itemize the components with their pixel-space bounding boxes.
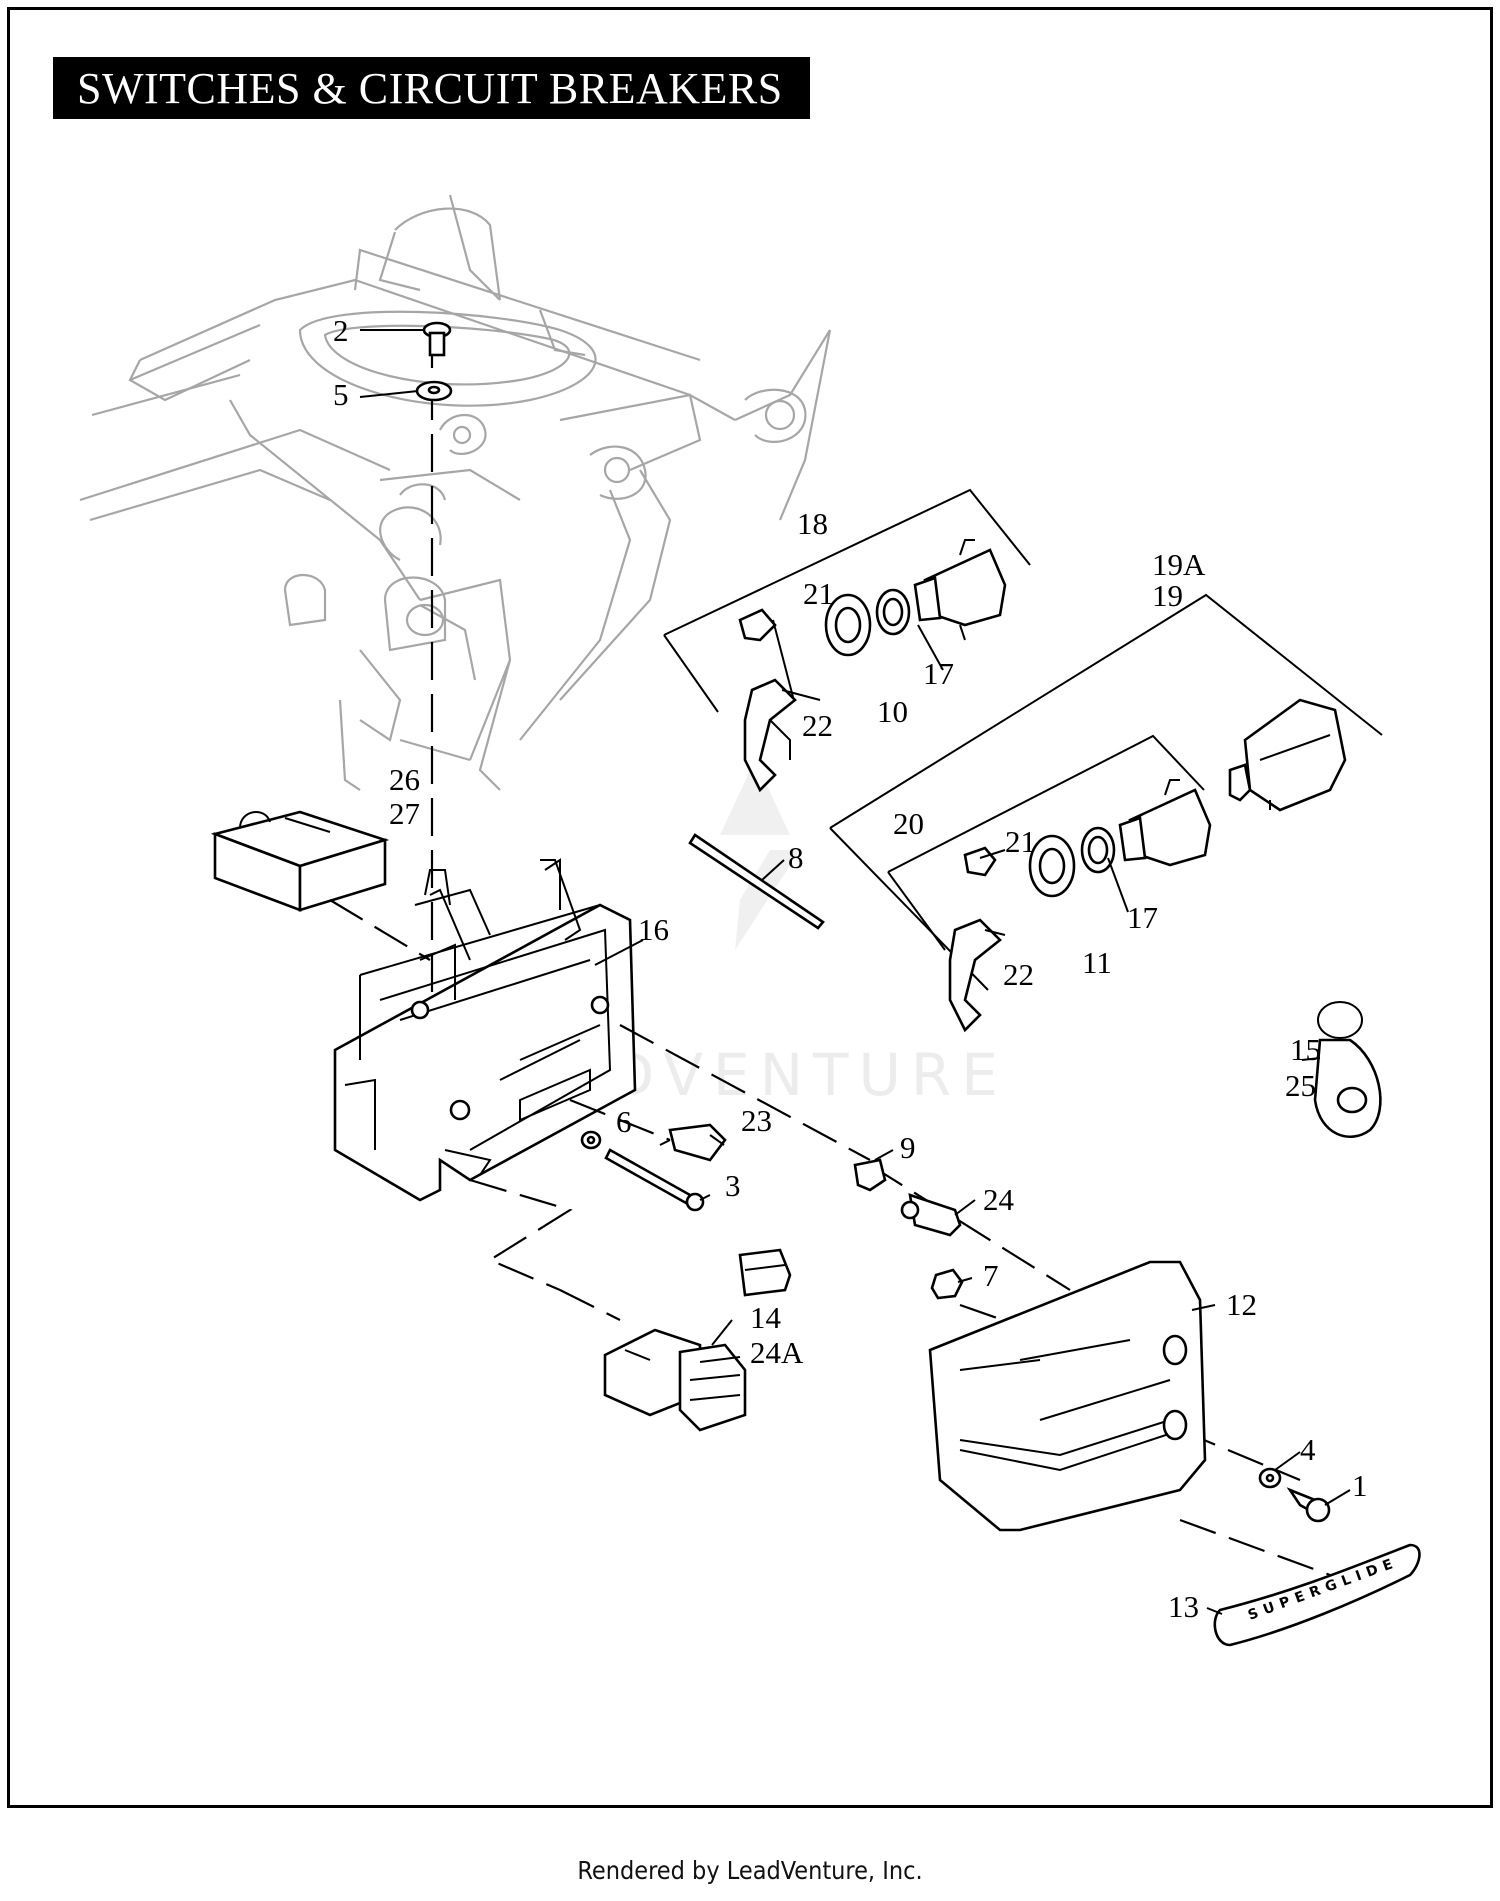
callout-1: 1 (1352, 1468, 1368, 1503)
part-4-washer (1258, 1467, 1282, 1489)
mounting-bracket (429, 859, 582, 961)
alignment-line-14b (559, 1289, 621, 1321)
group-18-bracket (663, 488, 1031, 636)
part-6-washer (580, 1130, 602, 1150)
callout-19: 19 (1152, 578, 1183, 613)
part-16-electrical-caddy (333, 858, 637, 1202)
part-15-key-fob (1313, 1001, 1382, 1139)
callout-2: 2 (333, 313, 349, 348)
callout-27: 27 (389, 796, 420, 831)
callout-13: 13 (1168, 1589, 1199, 1624)
callout-22b: 22 (1003, 957, 1034, 992)
group-19-bracket (829, 593, 1383, 829)
callout-24: 24 (983, 1182, 1015, 1217)
part-1-screw (1286, 1487, 1331, 1523)
alignment-line-23 (569, 1098, 671, 1142)
callout-10: 10 (877, 694, 908, 729)
callout-3: 3 (725, 1168, 741, 1203)
callout-5: 5 (333, 377, 349, 412)
callout-leaders (359, 329, 1351, 1615)
part-26-27-module (210, 810, 390, 912)
part-12-cover (928, 1260, 1207, 1532)
callout-4: 4 (1300, 1432, 1316, 1467)
part-3-long-screw (604, 1148, 705, 1212)
callout-11: 11 (1082, 945, 1112, 980)
part-20-switch-parts (948, 779, 1212, 1033)
callout-23: 23 (741, 1103, 772, 1138)
callout-26: 26 (389, 762, 420, 797)
part-8-stud (688, 833, 825, 930)
alignment-line-13 (1179, 1518, 1331, 1577)
callout-14: 14 (750, 1300, 782, 1335)
callout-16: 16 (638, 912, 669, 947)
part-9-bushing (853, 1158, 887, 1192)
callout-6: 6 (616, 1104, 632, 1139)
callout-15: 15 (1290, 1032, 1321, 1067)
part-13-trim-strip: SUPERGLIDE (1213, 1543, 1421, 1647)
callout-19a: 19A (1152, 547, 1206, 582)
group-20-bracket (887, 734, 1205, 873)
motorcycle-frame (79, 194, 832, 791)
part-5-washer (415, 380, 453, 402)
callout-labels: 2 5 18 21 17 10 22 19A 19 20 21 17 11 22… (333, 313, 1368, 1624)
callout-9: 9 (900, 1130, 916, 1165)
part-14-circuit-breaker (603, 1328, 747, 1432)
part-2-screw (422, 321, 452, 357)
diagram-border (7, 7, 1493, 1808)
group-20-bracket-left (887, 871, 946, 951)
alignment-line-26 (329, 899, 431, 961)
alignment-line-9 (619, 1024, 871, 1161)
alignment-line-24 (869, 1164, 1071, 1291)
part-7-nut (930, 1268, 964, 1300)
callout-24a: 24A (750, 1335, 804, 1370)
callout-17b: 17 (1127, 900, 1158, 935)
group-18-bracket-left (663, 634, 719, 713)
footer-credit: Rendered by LeadVenture, Inc. (577, 1856, 923, 1885)
callout-8: 8 (788, 840, 804, 875)
part-19-switch-assembly (1228, 698, 1347, 812)
callout-22a: 22 (802, 708, 833, 743)
part-24-connector (900, 1193, 962, 1237)
relay-block (738, 1248, 792, 1297)
callout-25: 25 (1285, 1068, 1316, 1103)
callout-21b: 21 (1005, 824, 1036, 859)
part-23-fuse (659, 1123, 727, 1162)
callout-7: 7 (983, 1258, 999, 1293)
page-title: SWITCHES & CIRCUIT BREAKERS (53, 57, 810, 119)
callout-18: 18 (797, 506, 828, 541)
callout-17a: 17 (923, 656, 954, 691)
callout-12: 12 (1226, 1287, 1257, 1322)
callout-21a: 21 (803, 576, 834, 611)
callout-20: 20 (893, 806, 924, 841)
part-18-ignition-switch (738, 539, 1007, 793)
alignment-line-14 (469, 1178, 573, 1292)
